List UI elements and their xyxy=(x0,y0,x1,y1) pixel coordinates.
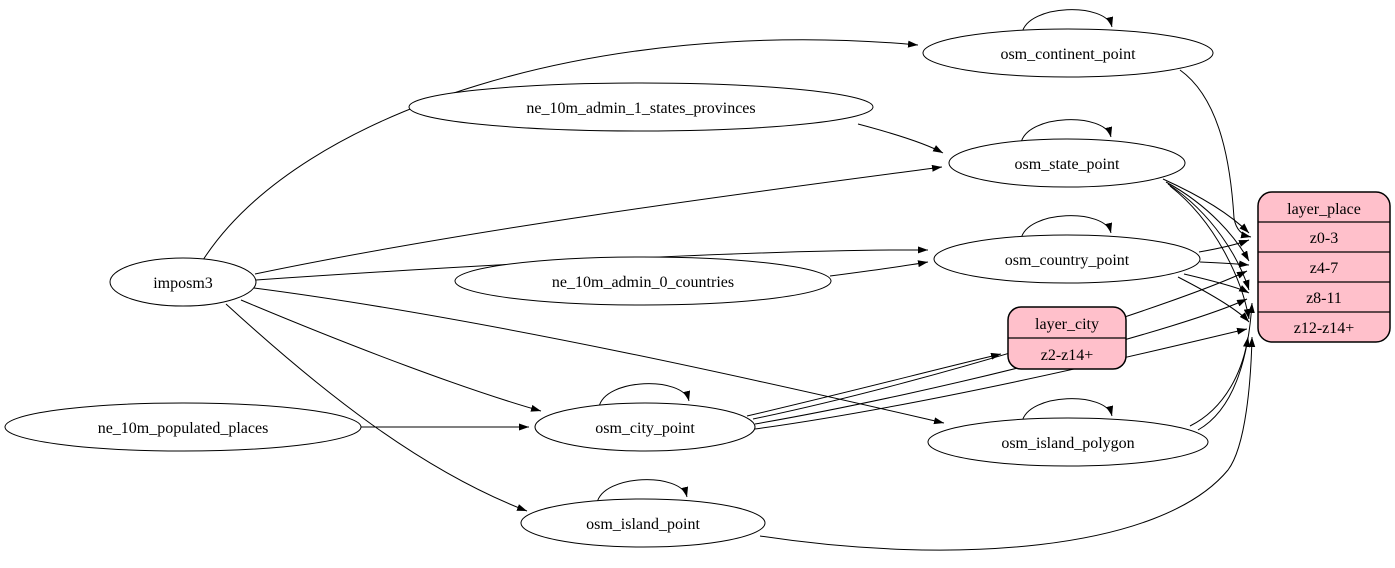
node-osm_continent_point-shape xyxy=(922,28,1214,78)
edge-imposm3-osm_city_point xyxy=(240,299,542,412)
node-layer_place-shape xyxy=(1257,191,1391,343)
node-osm_city_point-label: osm_city_point xyxy=(595,420,695,437)
layer_place-row-z0-3: z0-3 xyxy=(1310,230,1338,247)
edge-osm_island_polygon-layer_place-z12-z14 xyxy=(1189,336,1250,427)
node-layer_city: layer_city z2-z14+ xyxy=(1007,306,1127,370)
node-osm_city_point: osm_city_point xyxy=(534,402,756,452)
edges xyxy=(202,9,1256,551)
layer_place-row-z12-z14: z12-z14+ xyxy=(1294,320,1355,337)
node-osm_continent_point-label: osm_continent_point xyxy=(1000,46,1136,63)
node-osm_island_point-label: osm_island_point xyxy=(586,516,700,533)
node-osm_island_polygon-label: osm_island_polygon xyxy=(1001,435,1134,452)
node-osm_island_point-shape xyxy=(520,498,766,548)
selfloop-osm_city_point xyxy=(598,383,691,408)
node-ne_10m_admin_0_countries: ne_10m_admin_0_countries xyxy=(454,256,832,306)
nodes: imposm3 ne_10m_admin_1_states_provinces … xyxy=(4,28,1391,548)
node-osm_city_point-shape xyxy=(534,402,756,452)
node-ne_10m_admin_0_countries-label: ne_10m_admin_0_countries xyxy=(552,274,734,291)
edge-osm_city_point-layer_city-z2-z14 xyxy=(746,352,1002,417)
node-osm_state_point-shape xyxy=(948,138,1186,188)
edge-osm_country_point-layer_place-z8-11 xyxy=(1183,273,1250,294)
node-layer_place: layer_place z0-3 z4-7 z8-11 z12-z14+ xyxy=(1257,191,1391,343)
node-osm_island_polygon-shape xyxy=(927,417,1209,467)
selfloop-osm_state_point xyxy=(1020,119,1113,144)
node-osm_continent_point: osm_continent_point xyxy=(922,28,1214,78)
selfloop-osm_island_point xyxy=(596,479,689,504)
node-ne_10m_admin_1_states_provinces-label: ne_10m_admin_1_states_provinces xyxy=(526,100,755,117)
edge-imposm3-osm_island_point xyxy=(225,303,528,512)
node-osm_island_polygon: osm_island_polygon xyxy=(927,417,1209,467)
edge-osm_state_point-layer_place-z0-3 xyxy=(1162,178,1250,234)
node-imposm3: imposm3 xyxy=(109,257,257,307)
node-ne_10m_populated_places: ne_10m_populated_places xyxy=(4,402,362,452)
selfloop-osm_continent_point xyxy=(1021,9,1114,34)
node-ne_10m_populated_places-shape xyxy=(4,402,362,452)
edge-osm_continent_point-layer_place-z0-3 xyxy=(1179,69,1252,239)
layer_place-row-z4-7: z4-7 xyxy=(1310,260,1338,277)
edge-osm_island_polygon-layer_place-z8-11 xyxy=(1197,302,1255,431)
selfloop-osm_country_point xyxy=(1020,215,1113,240)
edge-osm_country_point-layer_place-z4-7 xyxy=(1199,260,1250,268)
node-osm_country_point-label: osm_country_point xyxy=(1005,252,1130,269)
node-imposm3-shape xyxy=(109,257,257,307)
edge-imposm3-osm_state_point xyxy=(254,164,943,275)
layer_city-row-z2-z14: z2-z14+ xyxy=(1041,347,1094,364)
layer_place-row-z8-11: z8-11 xyxy=(1306,290,1342,307)
node-ne_10m_admin_0_countries-shape xyxy=(454,256,832,306)
edge-imposm3-osm_continent_point xyxy=(202,39,919,261)
edge-osm_state_point-layer_place-z4-7 xyxy=(1165,181,1250,262)
edge-osm_state_point-layer_place-z8-11 xyxy=(1167,183,1250,291)
node-osm_island_point: osm_island_point xyxy=(520,498,766,548)
edge-osm_island_point-layer_place-z12-z14 xyxy=(759,336,1256,551)
node-layer_place-title: layer_place xyxy=(1287,201,1361,218)
edge-osm_city_point-layer_place-z8-11 xyxy=(754,298,1248,425)
edge-osm_country_point-layer_place-z0-3 xyxy=(1198,239,1250,253)
node-ne_10m_admin_1_states_provinces: ne_10m_admin_1_states_provinces xyxy=(408,82,874,132)
selfloop-osm_island_polygon xyxy=(1021,398,1114,423)
edge-ne_10m_admin_0_countries-osm_country_point xyxy=(829,260,929,277)
node-ne_10m_populated_places-label: ne_10m_populated_places xyxy=(98,420,269,437)
node-osm_state_point-label: osm_state_point xyxy=(1015,156,1120,173)
edge-imposm3-osm_island_polygon xyxy=(253,287,945,425)
node-osm_country_point-shape xyxy=(933,234,1201,284)
edge-osm_country_point-layer_place-z12-z14 xyxy=(1177,276,1250,323)
node-osm_country_point: osm_country_point xyxy=(933,234,1201,284)
node-ne_10m_admin_1_states_provinces-shape xyxy=(408,82,874,132)
node-imposm3-label: imposm3 xyxy=(153,275,213,292)
node-osm_state_point: osm_state_point xyxy=(948,138,1186,188)
edge-ne_10m_admin_1_states_provinces-osm_state_point xyxy=(857,123,944,154)
edge-osm_city_point-layer_place-z12-z14 xyxy=(754,327,1248,430)
node-layer_city-title: layer_city xyxy=(1035,316,1099,333)
